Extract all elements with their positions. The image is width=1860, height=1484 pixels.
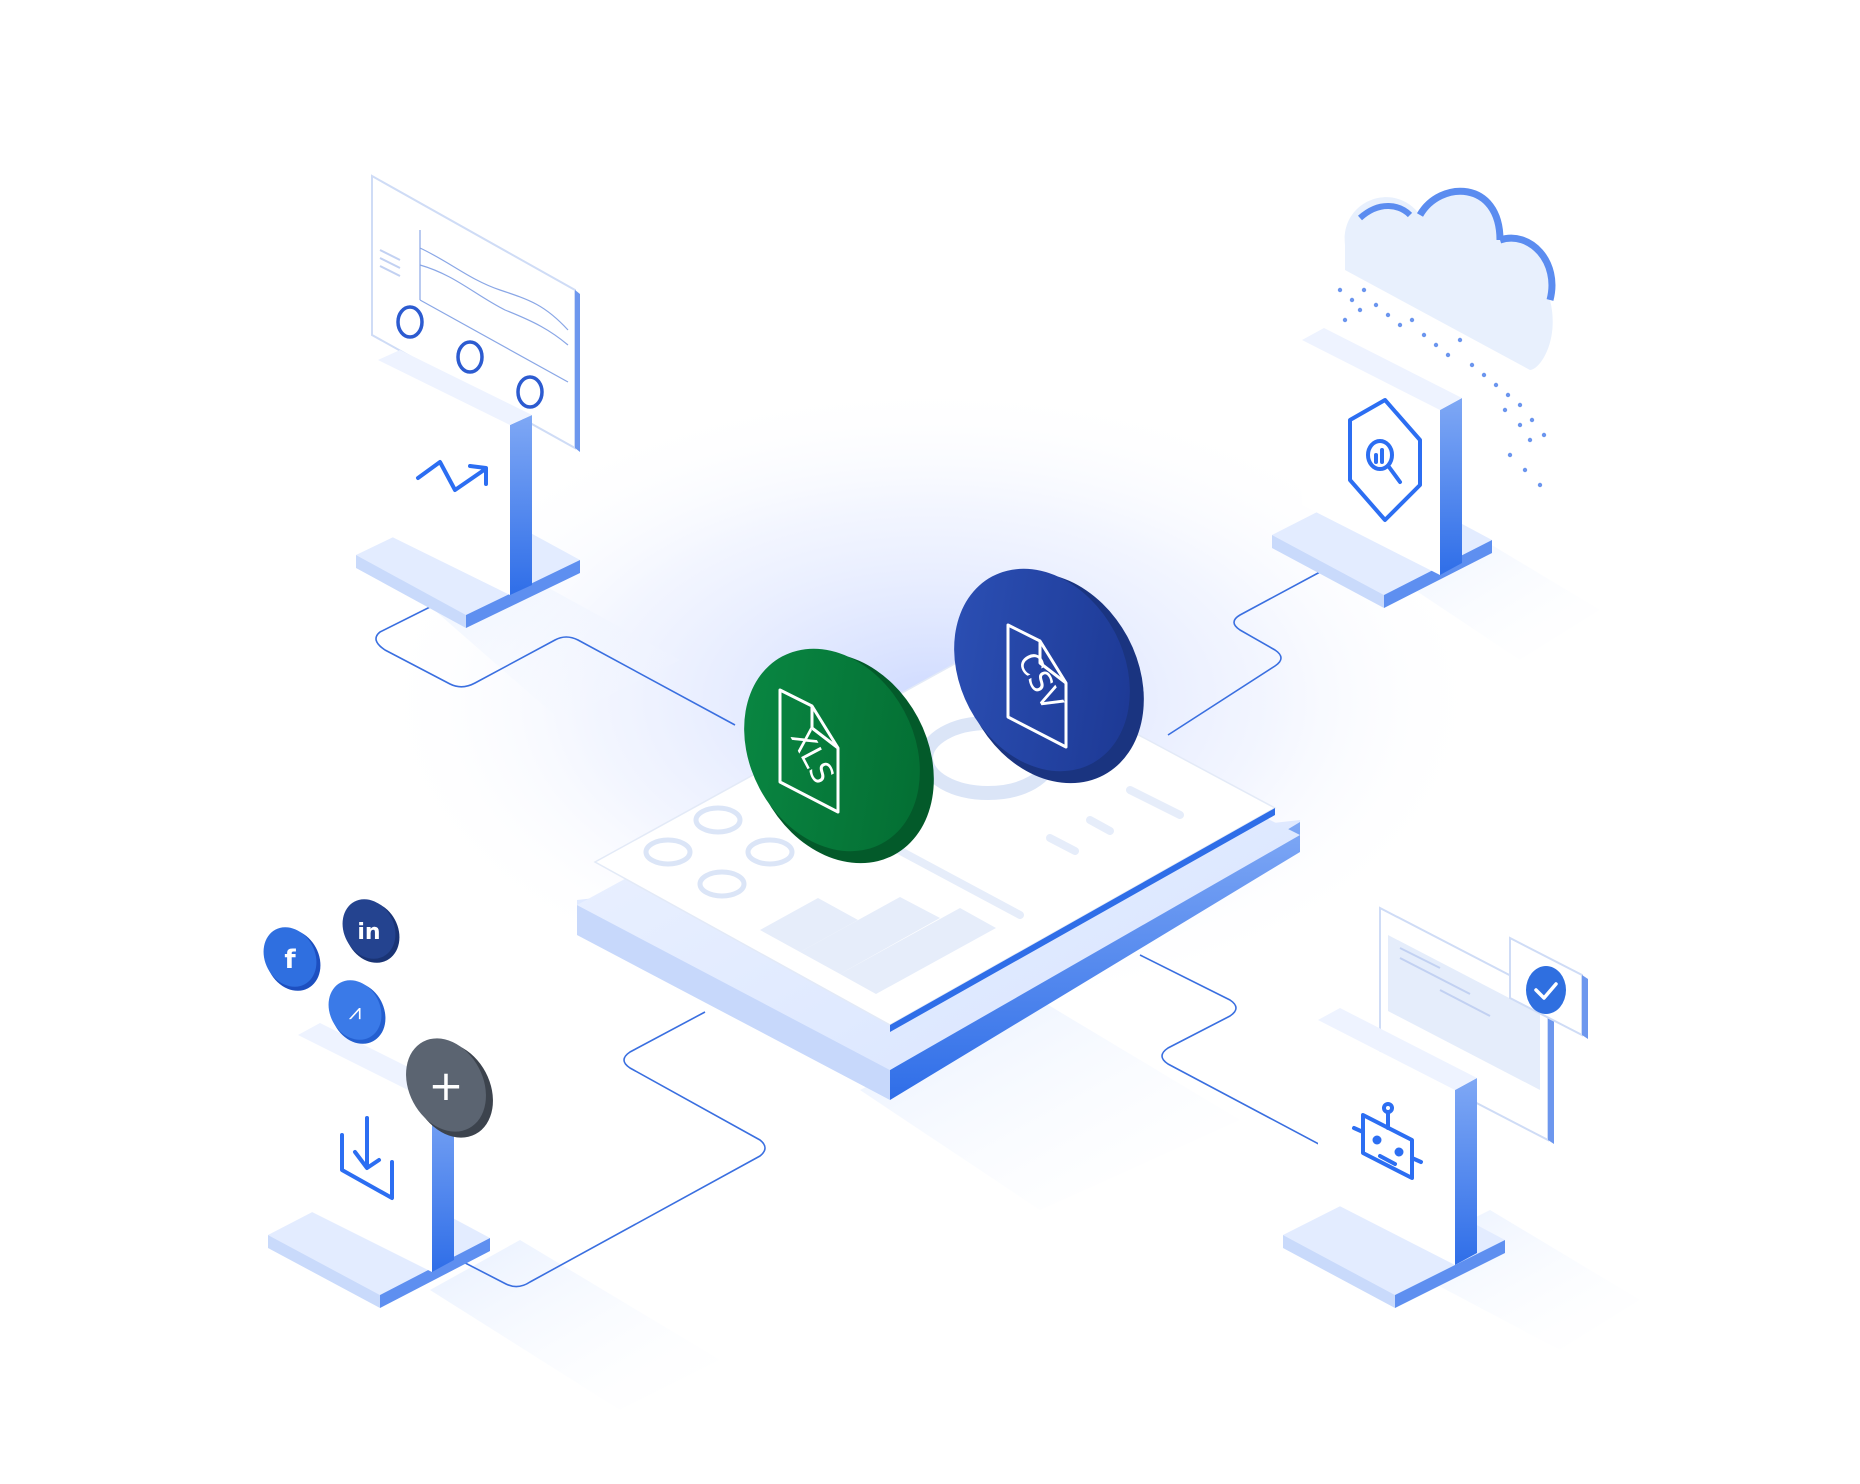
plus-icon: + (428, 1061, 463, 1110)
connector-lines (375, 571, 1331, 1288)
central-platform (577, 649, 1300, 1100)
facebook-icon: f (284, 945, 296, 975)
check-chip (1509, 936, 1588, 1039)
add-source-button[interactable]: + (390, 1024, 509, 1152)
download-icon (340, 1116, 394, 1200)
xls-badge[interactable]: XLS (710, 618, 970, 896)
facebook-badge[interactable]: f (253, 918, 331, 1001)
xls-file-icon (778, 688, 840, 814)
csv-badge[interactable]: CSV (920, 538, 1180, 816)
social-other-badge[interactable]: ⩘ (318, 971, 396, 1054)
linkedin-icon: in (357, 920, 380, 945)
validation-panel (1379, 906, 1554, 1144)
rain-dots (1337, 287, 1547, 488)
bigquery-icon (1348, 398, 1422, 522)
cloud-icon (1344, 187, 1556, 370)
csv-file-icon (1006, 623, 1068, 749)
linkedin-badge[interactable]: in (332, 890, 410, 973)
check-icon (1534, 982, 1558, 1000)
automation-tile[interactable] (1283, 906, 1588, 1308)
download-tile[interactable]: f in ⩘ + (253, 890, 509, 1308)
social-other-icon: ⩘ (349, 1000, 361, 1025)
robot-icon (1352, 1102, 1423, 1180)
dashboard-panel (371, 174, 580, 452)
chart-trend-icon (416, 460, 488, 492)
bigquery-tile[interactable] (1272, 187, 1556, 608)
analytics-tile[interactable] (356, 174, 580, 628)
